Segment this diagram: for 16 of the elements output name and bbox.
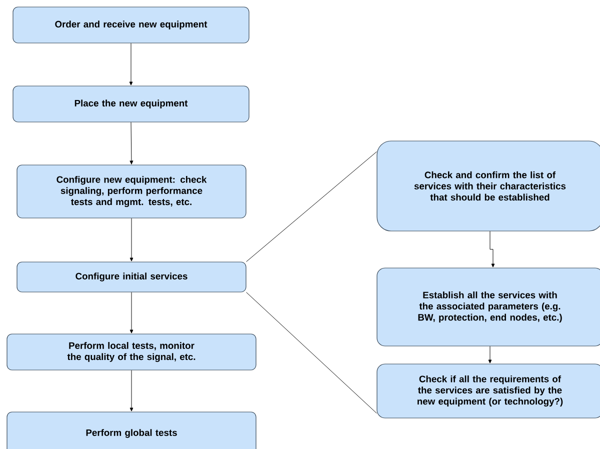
arrow — [490, 231, 495, 268]
process-box: Check and confirm the list of services with their characteristics that should be established — [376, 140, 600, 232]
process-box: Place the new equipment — [12, 86, 250, 122]
arrow — [488, 346, 492, 364]
arrow — [130, 218, 134, 262]
arrow — [130, 292, 134, 334]
process-box: Configure initial services — [16, 262, 246, 292]
process-box: Check if all the requirements of the services are satisfied by the new equipment (or technology?) — [376, 364, 600, 418]
process-box: Order and receive new equipment — [12, 6, 250, 44]
process-box: Configure new equipment: check signaling, perform performance tests and mgmt. tests, etc. — [16, 164, 246, 218]
arrow — [130, 122, 134, 164]
process-box: Perform local tests, monitor the quality of the signal, etc. — [6, 334, 256, 370]
process-box: Perform global tests — [6, 412, 256, 449]
arrow — [129, 43, 133, 86]
process-box: Establish all the services with the associated parameters (e.g. BW, protection, end nodes, etc.) — [376, 268, 600, 346]
arrow — [130, 370, 134, 412]
